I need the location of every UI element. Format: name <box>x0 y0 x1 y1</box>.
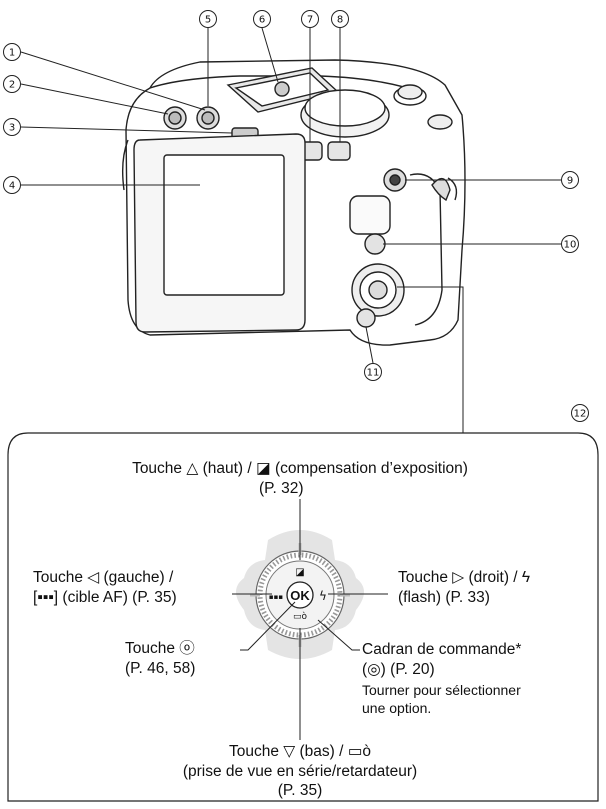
button-8 <box>327 141 351 161</box>
callout-2: 2 <box>9 80 15 91</box>
up-key-label-line2: (P. 32) <box>259 480 304 497</box>
drive-icon: ▭ò <box>293 611 308 622</box>
callout-5: 5 <box>205 15 211 26</box>
callout-markers: 1 2 3 4 5 6 7 8 9 10 11 12 <box>3 10 589 422</box>
up-key-label-line1: Touche △ (haut) / ◪ (compensation d’expo… <box>132 460 468 477</box>
down-key-label-line3: (P. 35) <box>277 782 323 799</box>
right-key-label-line2: (flash) (P. 33) <box>398 589 490 606</box>
down-key-label-line2: (prise de vue en série/retardateur) <box>182 763 418 780</box>
detail-box <box>7 432 599 802</box>
control-dial: OK ◪ ▪▪▪ ϟ ▭ò <box>236 530 364 659</box>
right-key-label-line1: Touche ▷ (droit) / ϟ <box>398 569 531 586</box>
ok-button <box>286 581 314 609</box>
ok-key-label-line1: Touche ⓞ <box>125 640 195 657</box>
flash-icon: ϟ <box>319 589 327 603</box>
callout-4: 4 <box>9 181 15 192</box>
lcd-monitor <box>163 154 285 296</box>
callout-8: 8 <box>337 15 343 26</box>
dial-label-line2: (◎) (P. 20) <box>362 661 435 678</box>
detail-leader-lines <box>232 499 388 740</box>
callout-1: 1 <box>9 48 15 59</box>
dial-label-line4: une option. <box>362 700 432 716</box>
down-key-label-line1: Touche ▽ (bas) / ▭ò <box>228 743 371 760</box>
ok-label: OK <box>290 588 310 603</box>
callout-12: 12 <box>574 409 587 420</box>
dial-label-line3: Tourner pour sélectionner <box>362 682 521 698</box>
callout-9: 9 <box>567 176 573 187</box>
left-key-label-line2: [▪▪▪] (cible AF) (P. 35) <box>33 589 177 606</box>
left-key-label-line1: Touche ◁ (gauche) / <box>33 569 174 586</box>
ok-key-label-line2: (P. 46, 58) <box>125 660 196 677</box>
callout-3: 3 <box>9 123 15 134</box>
exposure-icon: ◪ <box>295 567 304 578</box>
leader-lines <box>20 27 561 433</box>
dial-label-line1: Cadran de commande* <box>362 641 522 658</box>
callout-7: 7 <box>307 15 313 26</box>
strap-eyelet <box>431 177 451 202</box>
af-target-icon: ▪▪▪ <box>269 593 283 601</box>
callout-10: 10 <box>564 240 577 251</box>
callout-11: 11 <box>367 368 380 379</box>
camera-illustration <box>121 59 466 346</box>
callout-6: 6 <box>259 15 265 26</box>
button-11 <box>356 308 376 328</box>
button-10 <box>364 233 386 255</box>
